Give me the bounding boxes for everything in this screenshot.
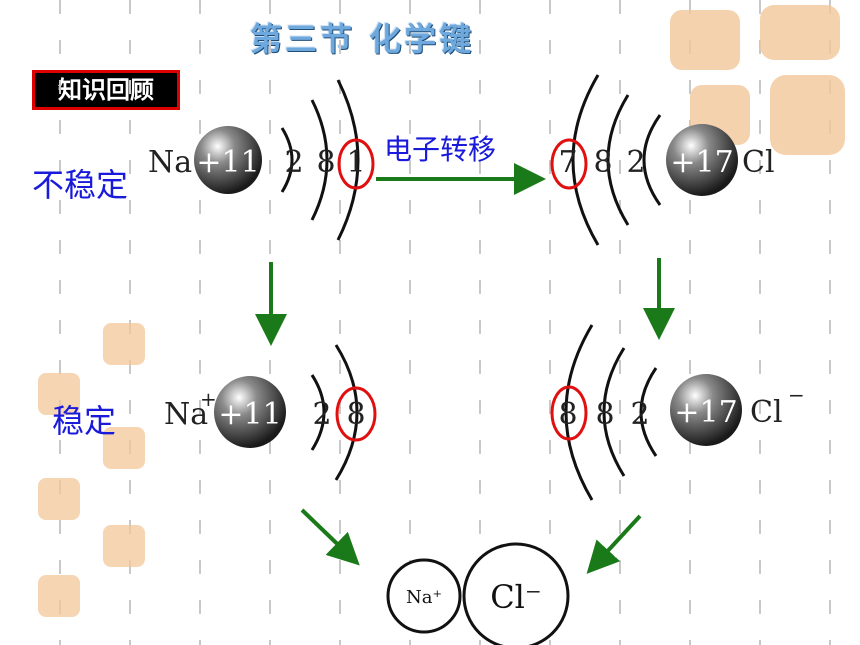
cl-ion-shell-3: 2	[630, 397, 649, 432]
cl-anion-circle	[462, 542, 570, 645]
cl-nucleus-charge: +17	[670, 145, 733, 180]
na-cation-circle	[386, 558, 462, 634]
na-ion-symbol: Na	[164, 397, 208, 432]
na-shell-arcs	[280, 79, 360, 241]
na-ion: Na + +11 2 8	[164, 344, 377, 481]
cl-ion-shell-2: 8	[595, 397, 614, 432]
cl-nucleus	[666, 124, 738, 196]
cl-shell-1: 7	[558, 145, 577, 180]
cl-ion-shell-arcs	[564, 324, 658, 501]
cl-atom: 7 8 2 +17 Cl	[550, 74, 775, 246]
cl-ion-shell-1: 8	[558, 397, 577, 432]
cl-valence-highlight	[550, 138, 588, 190]
cl-shell-3: 2	[626, 145, 645, 180]
na-ion-charge: +	[200, 387, 217, 411]
cl-ion-nucleus	[670, 374, 742, 446]
na-shell-2: 8	[316, 145, 335, 180]
na-shell-1: 2	[284, 145, 303, 180]
cl-ion-charge: −	[788, 383, 805, 407]
stable-label: 稳定	[52, 402, 117, 440]
na-ion-valence-highlight	[335, 386, 377, 442]
na-ion-nucleus-charge: +11	[218, 397, 281, 432]
na-nucleus	[194, 126, 262, 194]
na-cation-label: Na⁺	[406, 587, 442, 608]
na-ion-shell-2: 8	[346, 397, 365, 432]
na-ion-shell-arcs	[310, 344, 359, 481]
na-ion-nucleus	[214, 376, 286, 448]
seal-watermark-small	[38, 323, 145, 617]
na-shell-3: 1	[346, 145, 365, 180]
cl-shell-arcs	[571, 74, 662, 246]
cl-ion: 8 8 2 +17 Cl −	[550, 324, 805, 501]
cl-ion-nucleus-charge: +17	[674, 395, 737, 430]
na-to-product-arrow	[300, 508, 360, 566]
cl-symbol: Cl	[742, 145, 775, 180]
seal-watermark-large	[670, 5, 845, 155]
page-title: 第三节 化学键	[250, 20, 475, 58]
electron-transfer-label: 电子转移	[384, 133, 497, 166]
na-ion-shell-1: 2	[312, 397, 331, 432]
na-nucleus-charge: +11	[196, 145, 259, 180]
na-atom: Na +11 2 8 1	[148, 79, 375, 241]
cl-shell-2: 8	[593, 145, 612, 180]
cl-to-product-arrow	[586, 514, 642, 574]
cl-anion-label: Cl⁻	[490, 578, 542, 616]
na-valence-highlight	[337, 138, 375, 190]
na-symbol: Na	[148, 145, 192, 180]
unstable-label: 不稳定	[32, 166, 129, 204]
review-label: 知识回顾	[32, 70, 180, 110]
cl-ion-symbol: Cl	[750, 395, 783, 430]
cl-ion-valence-highlight	[550, 385, 588, 441]
